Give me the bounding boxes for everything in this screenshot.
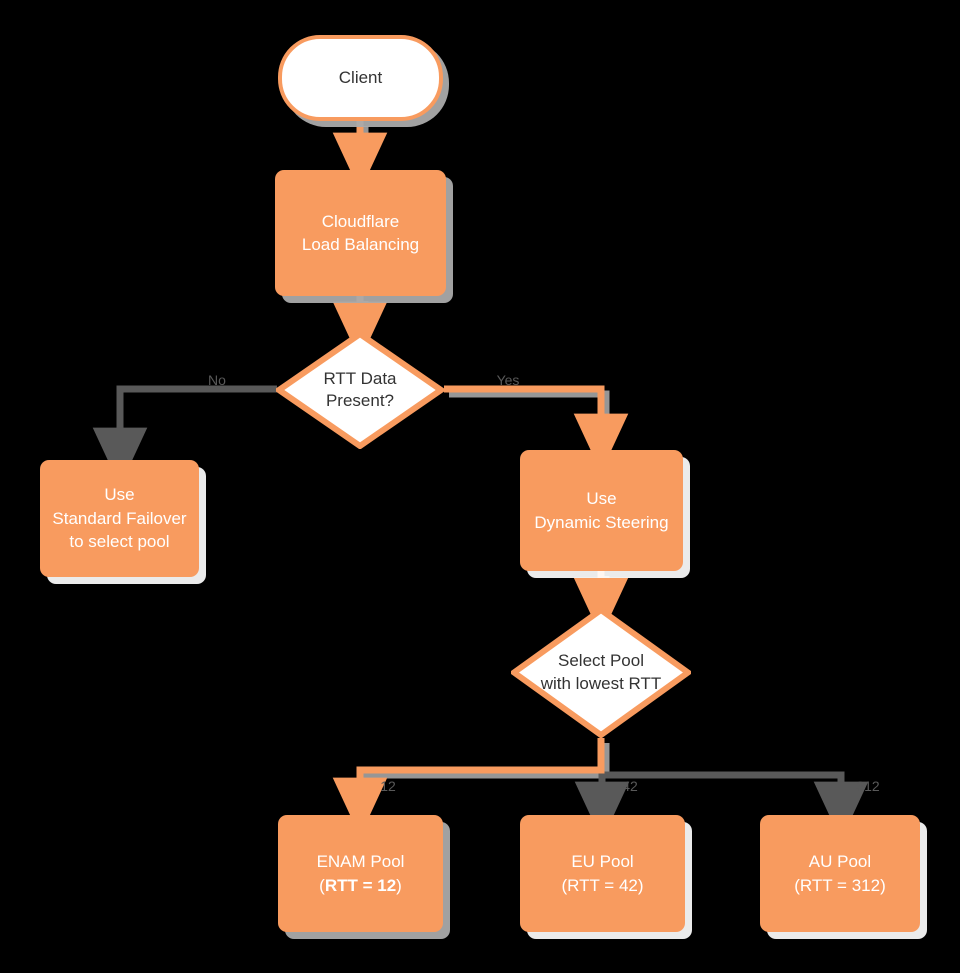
edge-label-no: No [208,372,226,388]
node-enam-pool-label: ENAM Pool (RTT = 12) [317,850,405,897]
node-eu-pool[interactable]: EU Pool (RTT = 42) [520,815,685,932]
rtt-check-diamond-shape [276,331,444,449]
node-eu-pool-rtt-open: ( [561,875,568,895]
node-standard-failover[interactable]: Use Standard Failover to select pool [40,460,199,577]
node-enam-pool-rtt-close: ) [396,875,402,895]
edge-label-eu-rtt: 42 [622,778,638,794]
node-client-label: Client [338,67,383,87]
edge-label-au-rtt: 312 [856,778,880,794]
node-au-pool[interactable]: AU Pool (RTT = 312) [760,815,920,932]
node-eu-pool-label: EU Pool (RTT = 42) [561,850,643,897]
node-standard-failover-label: Use Standard Failover to select pool [52,485,187,552]
node-eu-pool-name: EU Pool [571,852,634,872]
node-enam-pool-rtt-value: RTT = 12 [324,875,397,895]
node-dynamic-steering-label: Use Dynamic Steering [534,489,669,532]
edge-select-to-eu [574,771,630,841]
node-eu-pool-rtt-value: RTT = 42 [567,875,638,895]
node-au-pool-rtt-value: RTT = 312 [799,875,881,895]
node-rtt-check-label: RTT Data Present? [323,368,397,410]
node-load-balancing[interactable]: Cloudflare Load Balancing [275,170,446,296]
edge-label-yes: Yes [496,372,520,388]
node-dynamic-steering[interactable]: Use Dynamic Steering [520,450,683,571]
node-au-pool-rtt-close: ) [880,875,886,895]
node-au-pool-rtt-open: ( [794,875,800,895]
node-rtt-check[interactable]: RTT Data Present? [276,331,444,449]
edge-active-group [332,121,629,837]
edge-label-enam-rtt: 12 [380,778,396,794]
node-enam-pool[interactable]: ENAM Pool (RTT = 12) [278,815,443,932]
node-load-balancing-label: Cloudflare Load Balancing [301,211,420,254]
edge-rtt-to-standard-failover [92,385,277,487]
select-pool-diamond-shape [511,607,691,738]
edge-select-to-enam [332,738,605,837]
node-select-pool-label: Select Pool with lowest RTT [540,651,662,693]
edge-select-to-au [606,771,869,841]
edge-inactive-group [92,385,869,841]
node-eu-pool-rtt-close: ) [637,875,644,895]
node-au-pool-label: AU Pool (RTT = 312) [794,850,886,897]
node-client[interactable]: Client [278,35,443,121]
node-select-pool[interactable]: Select Pool with lowest RTT [511,607,691,738]
node-enam-pool-name: ENAM Pool [316,852,405,872]
node-enam-pool-rtt-open: ( [319,875,325,895]
edge-rtt-to-dynamic-steering [444,385,629,473]
node-au-pool-name: AU Pool [808,852,872,872]
